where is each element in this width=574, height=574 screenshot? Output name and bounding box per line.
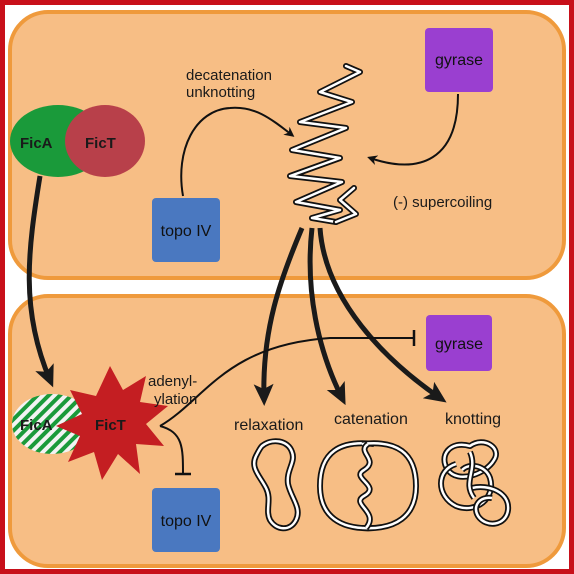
topo-iv-box-bottom	[152, 488, 220, 552]
supercoiling-label: (-) supercoiling	[393, 194, 492, 211]
fict-label-bottom: FicT	[95, 417, 126, 434]
fica-label-top: FicA	[20, 135, 53, 152]
unknotting-label: unknotting	[186, 84, 255, 101]
bottom-cell-panel	[8, 294, 566, 568]
adenylylation-label-line2: ylation	[154, 391, 197, 408]
gyrase-box-top	[425, 28, 493, 92]
fica-shape-bottom	[12, 394, 92, 454]
dna-to-catenation-arrow	[307, 227, 346, 406]
supercoiled-dna	[287, 63, 363, 225]
topo-iv-label-top: topo IV	[161, 223, 212, 240]
fict-shape-top	[65, 105, 145, 177]
inhibition-to-gyrase	[159, 337, 414, 427]
fica-label-bottom: FicA	[20, 417, 53, 434]
gyrase-to-dna-arrow	[367, 93, 459, 166]
gyrase-label-bottom: gyrase	[435, 336, 483, 353]
topo-iv-label-bottom: topo IV	[161, 513, 212, 530]
knotted-dna	[438, 439, 512, 527]
dna-to-relaxation-arrow	[253, 227, 305, 406]
topo-iv-box-top	[152, 198, 220, 262]
adenylylation-label-line1: adenyl-	[148, 373, 197, 390]
relaxed-dna-loop	[251, 438, 301, 532]
catenation-label: catenation	[334, 411, 408, 428]
gyrase-label-top: gyrase	[435, 52, 483, 69]
topo-to-dna-arrow	[180, 106, 295, 197]
gyrase-box-bottom	[426, 315, 492, 371]
fict-active-star	[56, 366, 168, 480]
fic-complex-down-arrow	[26, 175, 54, 388]
inhibition-to-topo-iv	[159, 425, 184, 475]
catenated-dna-rings	[317, 440, 419, 532]
decatenation-label: decatenation	[186, 67, 272, 84]
fict-label-top: FicT	[85, 135, 116, 152]
relaxation-label: relaxation	[234, 417, 303, 434]
knotting-label: knotting	[445, 411, 501, 428]
dna-to-knotting-arrow	[317, 227, 447, 403]
